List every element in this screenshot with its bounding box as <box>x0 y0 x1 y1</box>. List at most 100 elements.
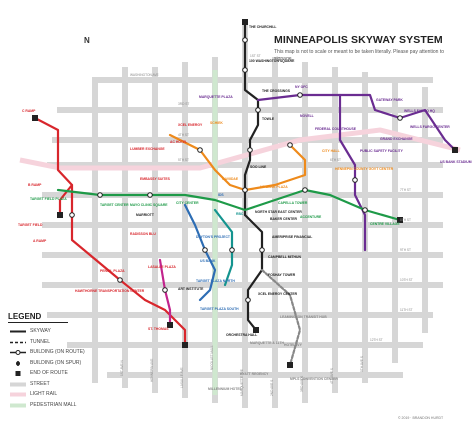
legend-item-tunnel: TUNNEL <box>8 337 123 348</box>
street-label-5th-ave-s: 5TH AVE S <box>360 356 364 372</box>
street-label-1st-st: 1ST ST <box>250 54 261 58</box>
route-ends <box>32 19 458 368</box>
place-ids: IDS <box>218 193 224 197</box>
place-target-center: TARGET CENTER <box>100 203 129 207</box>
street-label-lasalle-ave: LASALLE AVE <box>180 367 184 388</box>
place-target-field: TARGET FIELD <box>18 223 43 227</box>
tunnel-symbol-icon <box>10 341 26 343</box>
copyright-credit: © 2019 · BRANDON HURDT <box>398 416 444 420</box>
legend-item-light-rail: LIGHT RAIL <box>8 389 123 400</box>
page-title: MINNEAPOLIS SKYWAY SYSTEM <box>274 34 443 46</box>
place-wells-fargo-center: WELLS FARGO CENTER <box>410 125 450 129</box>
route-black-south <box>243 213 264 332</box>
route-magenta <box>158 258 172 327</box>
route-red <box>33 116 187 347</box>
route-red-ramp <box>58 183 74 217</box>
place-target-field-plaza: TARGET FIELD PLAZA <box>30 197 67 201</box>
place-gateway-park: GATEWAY PARK <box>376 98 403 102</box>
legend-item-building-on-spur: BUILDING (ON SPUR) <box>8 358 123 369</box>
place-leamington-transit-hub: LEAMINGTON TRANSIT HUB <box>280 315 327 319</box>
place-hotel-ivy: HOTEL IVY <box>284 343 303 347</box>
street-label-hennepin-ave: HENNEPIN AVE <box>150 359 154 382</box>
place-xcel-energy-center: XCEL ENERGY CENTER <box>258 292 298 296</box>
place-lasalle-plaza: LASALLE PLAZA <box>148 265 176 269</box>
street-label-3rd-st: 3RD ST <box>178 102 189 106</box>
place-target-plaza-south: TARGET PLAZA SOUTH <box>200 307 239 311</box>
route-blue <box>183 203 217 302</box>
street-grid <box>42 22 443 408</box>
street-label-2nd-ave-s: 2ND AVE S <box>270 380 274 396</box>
place-north-star-east-center: NORTH STAR EAST CENTER <box>255 210 302 214</box>
place-capella-tower: CAPELLA TOWER <box>278 201 308 205</box>
legend: LEGEND SKYWAY TUNNEL BUILDING (ON ROUTE)… <box>8 312 123 410</box>
place-accenture: ACCENTURE <box>300 215 322 219</box>
place-ny-ofc: NY OFC <box>295 85 308 89</box>
place-pencil-plaza: PENCIL PLAZA <box>100 269 125 273</box>
place-the-churchill: THE CHURCHILL <box>249 25 277 29</box>
street-label-8th-st: 8TH ST <box>400 218 411 222</box>
page-subtitle: This map is not to scale or meant to be … <box>274 49 444 62</box>
place-us-bank: US BANK <box>200 259 216 263</box>
place-st-thomas: ST. THOMAS <box>148 327 169 331</box>
place-art-institute: ART INSTITUTE <box>178 287 204 291</box>
place-centre-village: CENTRE VILLAGE <box>370 222 400 226</box>
place-towle: TOWLE <box>262 117 275 121</box>
place-foshay-tower: FOSHAY TOWER <box>268 273 296 277</box>
place-grand-exchange: GRAND EXCHANGE <box>380 137 413 141</box>
skyway-symbol-icon <box>10 330 26 333</box>
place-marriott: MARRIOTT <box>136 213 155 217</box>
route-purple <box>256 93 457 152</box>
place-schiek: SCHIEK <box>210 121 223 125</box>
street-label-10th-st: 10TH ST <box>400 278 413 282</box>
place-the-crossings: THE CROSSINGS <box>262 89 291 93</box>
street-label-7th-st: 7TH ST <box>400 188 411 192</box>
place-lumber-exchange: LUMBER EXCHANGE <box>130 147 165 151</box>
place-hyatt-regency: HYATT REGENCY <box>240 372 269 376</box>
place-marquette-plaza: MARQUETTE PLAZA <box>199 95 233 99</box>
place-city-center: CITY CENTER <box>176 201 199 205</box>
place-city-hall: CITY HALL <box>322 149 340 153</box>
place-soo-line: SOO LINE <box>250 165 267 169</box>
place-baker-center: BAKER CENTER <box>270 217 297 221</box>
place-marquette-11th: MARQUETTE & 11TH <box>250 341 284 345</box>
legend-item-pedestrian-mall: PEDESTRIAN MALL <box>8 400 123 411</box>
place-federal-courthouse: FEDERAL COURTHOUSE <box>315 127 357 131</box>
street-label-11th-st: 11TH ST <box>400 308 413 312</box>
place-us-bank-stadium: US BANK STADIUM <box>440 160 472 164</box>
light-rail-symbol-icon <box>10 392 26 397</box>
place-public-safety-facility: PUBLIC SAFETY FACILITY <box>360 149 404 153</box>
place-c-ramp: C RAMP <box>22 109 36 113</box>
building-nodes <box>69 37 403 303</box>
place-millennium-hotel: MILLENNIUM HOTEL <box>208 387 242 391</box>
place-hennepin-county-govt-center: HENNEPIN COUNTY GOVT CENTER <box>335 167 394 171</box>
street-label-6th-st: 6TH ST <box>330 158 341 162</box>
legend-heading: LEGEND <box>8 312 68 323</box>
legend-item-street: STREET <box>8 379 123 390</box>
street-label-5th-st: 5TH ST <box>178 158 189 162</box>
building-on-spur-icon <box>16 360 20 366</box>
building-on-route-icon <box>10 350 26 355</box>
street-label-marquette-ave: MARQUETTE AVE <box>240 369 244 396</box>
place-wells-fargo-hq: WELLS FARGO HQ <box>404 109 435 113</box>
place-hawthorne-transportation-center: HAWTHORNE TRANSPORTATION CENTER <box>75 289 145 293</box>
street-label-nicollet-mall: NICOLLET MALL <box>210 345 214 370</box>
place-xcel-energy: XCEL ENERGY <box>178 123 203 127</box>
place-novell: NOVELL <box>300 114 314 118</box>
place-us-bank-plaza: US BANK PLAZA <box>260 185 288 189</box>
place-mayo-clinic-square: MAYO CLINIC SQUARE <box>130 203 168 207</box>
street-label-washington-ave: WASHINGTON AVE <box>130 73 159 77</box>
street-label-1st-ave-n: 1ST AVE N <box>120 359 124 376</box>
pedestrian-mall-symbol-icon <box>10 403 26 407</box>
place-embassy-suites: EMBASSY SUITES <box>140 177 171 181</box>
street-label-3rd-ave-s: 3RD AVE S <box>300 376 304 392</box>
street-label-9th-st: 9TH ST <box>400 248 411 252</box>
route-gray <box>260 268 302 367</box>
place-campbell-mithun: CAMPBELL MITHUN <box>268 255 301 259</box>
street-label-4th-ave-s: 4TH AVE S <box>330 368 334 384</box>
place-gaviidae: GAVIIDAE <box>222 177 239 181</box>
place-radisson-blu: RADISSON BLU <box>130 232 156 236</box>
